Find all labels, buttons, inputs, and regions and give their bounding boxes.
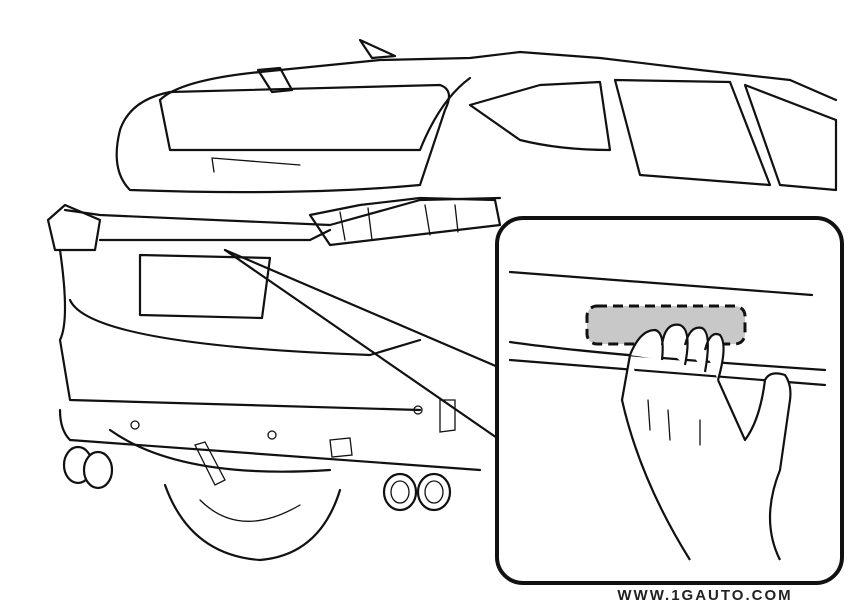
hand-icon [620, 323, 792, 561]
detail-inset [495, 216, 844, 585]
car-body [46, 38, 838, 562]
svg-text:WWW.1GAUTO.COM: WWW.1GAUTO.COM [617, 587, 792, 601]
watermark: WWW.1GAUTO.COM [590, 587, 820, 601]
